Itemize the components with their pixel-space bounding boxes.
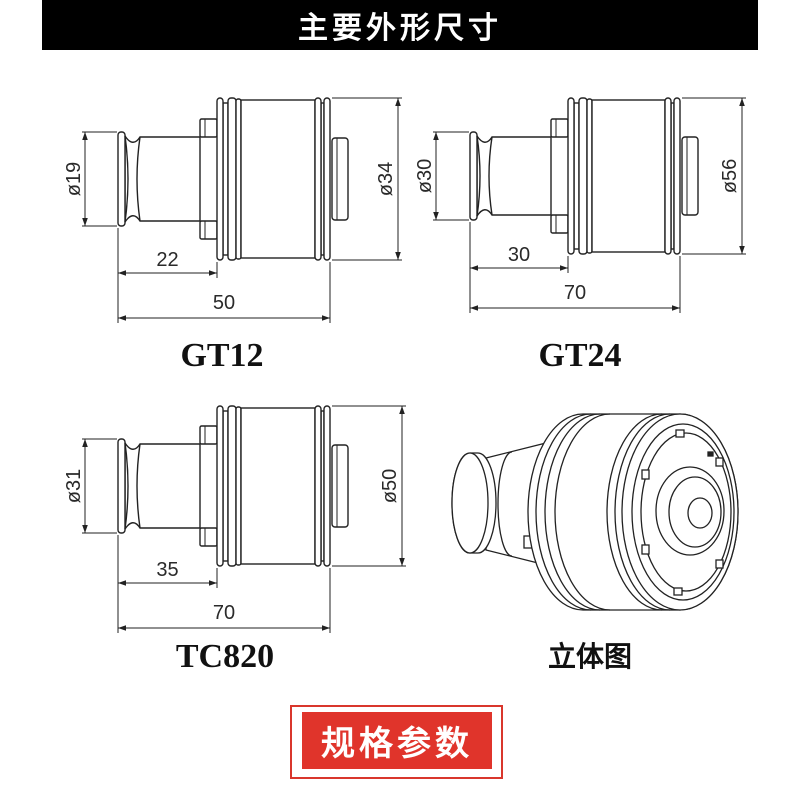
front-stop: [331, 444, 349, 528]
front-face-recess: [640, 432, 732, 592]
body-ring: [314, 405, 322, 567]
body-diameter-label: ø50: [379, 469, 401, 503]
drive-pin-top: [550, 118, 569, 138]
drive-pin-bottom: [550, 214, 569, 234]
shank: [469, 131, 552, 221]
shank-body: [124, 133, 201, 225]
spec-banner-frame: [290, 705, 503, 779]
shank-flange: [117, 131, 126, 227]
shank-diameter-label: ø31: [63, 469, 85, 503]
shank-length-label: 30: [508, 244, 530, 266]
drive-pin-top: [199, 118, 218, 138]
body-band: [606, 413, 663, 611]
groove-edge: [136, 136, 141, 222]
shank-body: [124, 440, 201, 532]
locking-tab: [715, 559, 724, 569]
body-diameter-label: ø56: [719, 159, 741, 193]
body-ring: [227, 405, 237, 567]
model-name: GT24: [538, 337, 621, 374]
groove-edge: [476, 135, 481, 217]
hub-face: [668, 476, 722, 548]
body-ring: [314, 97, 322, 261]
body-ring: [586, 98, 593, 254]
body-ring: [227, 97, 237, 261]
collet-body: [567, 97, 681, 255]
isometric-view-label: 立体图: [548, 640, 632, 673]
locking-tab: [641, 469, 650, 480]
body-band: [554, 413, 611, 611]
total-length-label: 70: [564, 282, 586, 304]
drive-pin-bottom: [199, 220, 218, 240]
body-shell: [591, 99, 666, 253]
body-shell: [240, 407, 316, 565]
locking-tab: [715, 457, 724, 467]
groove-edge: [488, 136, 493, 216]
body-ring: [323, 97, 331, 261]
collet-body: [216, 97, 331, 261]
shank-flange: [117, 438, 126, 534]
locking-tab: [675, 429, 685, 438]
body-diameter-label: ø34: [375, 162, 397, 196]
groove-edge: [136, 443, 141, 529]
center-bore: [687, 497, 713, 529]
shank-end-face: [451, 452, 489, 554]
body-groove: [573, 102, 580, 250]
dimensions: ø30 ø56 30 70: [414, 97, 746, 313]
body-band: [535, 413, 592, 611]
page-header: 主要外形尺寸: [42, 0, 758, 50]
locking-tab: [641, 544, 650, 555]
groove-edge: [124, 135, 129, 223]
isometric-view: [451, 413, 739, 611]
body-groove: [222, 410, 229, 562]
groove-edge: [124, 442, 129, 530]
drive-pin-bottom: [199, 527, 218, 547]
page-title: 主要外形尺寸: [298, 11, 502, 46]
spec-banner-label: 规格参数: [302, 712, 492, 769]
front-face-ring: [631, 423, 735, 601]
collet-body: [216, 405, 331, 567]
body-ring: [235, 98, 242, 260]
shank-length-label: 35: [156, 559, 178, 581]
total-length-label: 70: [213, 602, 235, 624]
shank-length-label: 22: [156, 249, 178, 271]
body-band: [544, 413, 601, 611]
body-ring: [664, 97, 672, 255]
body-shell: [240, 99, 316, 259]
body-ring: [216, 97, 224, 261]
locking-tab: [673, 587, 683, 596]
shank: [117, 131, 201, 227]
body-ring: [578, 97, 588, 255]
body-ring: [673, 97, 681, 255]
model-name: TC820: [176, 638, 274, 675]
shank: [117, 438, 201, 534]
dimensions: ø31 ø50 35 70: [63, 405, 406, 633]
shank-body: [476, 133, 552, 219]
shank-groove-arc: [497, 451, 513, 557]
body-ring: [235, 406, 242, 566]
dimensions: ø19 ø34 22 50: [63, 97, 402, 323]
front-stop: [681, 136, 699, 216]
body-ring: [567, 97, 575, 255]
body-ring: [216, 405, 224, 567]
model-name: GT12: [180, 337, 263, 374]
total-length-label: 50: [213, 292, 235, 314]
drive-pin-top: [199, 425, 218, 445]
shank-diameter-label: ø19: [63, 162, 85, 196]
body-ring: [323, 405, 331, 567]
body-groove: [222, 102, 229, 256]
body-band: [614, 413, 671, 611]
locking-tab-mark: [707, 451, 714, 457]
front-stop: [331, 137, 349, 221]
shank-diameter-label: ø30: [414, 159, 436, 193]
shank-flange: [469, 131, 478, 221]
